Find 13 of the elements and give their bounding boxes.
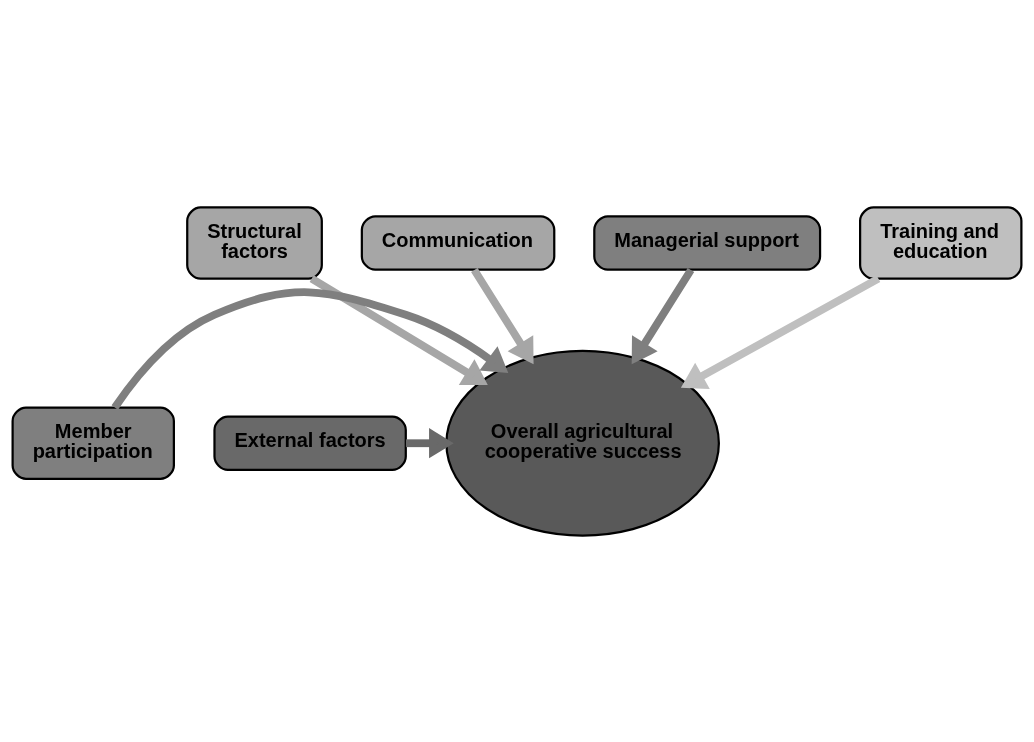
node-box: Member participation <box>11 406 175 480</box>
arrow <box>405 427 454 458</box>
arrow <box>631 267 695 364</box>
arrow <box>111 287 509 410</box>
node-box: Structural factors <box>186 205 323 280</box>
node-box: Communication <box>360 214 556 271</box>
node-box: External factors <box>213 414 407 471</box>
arrow <box>471 267 534 364</box>
node-ellipse: Overall agricultural cooperative success <box>445 349 720 537</box>
node-box: Training and education <box>859 205 1023 280</box>
arrow <box>309 274 488 385</box>
arrow <box>680 274 881 389</box>
node-box: Managerial support <box>593 214 822 271</box>
